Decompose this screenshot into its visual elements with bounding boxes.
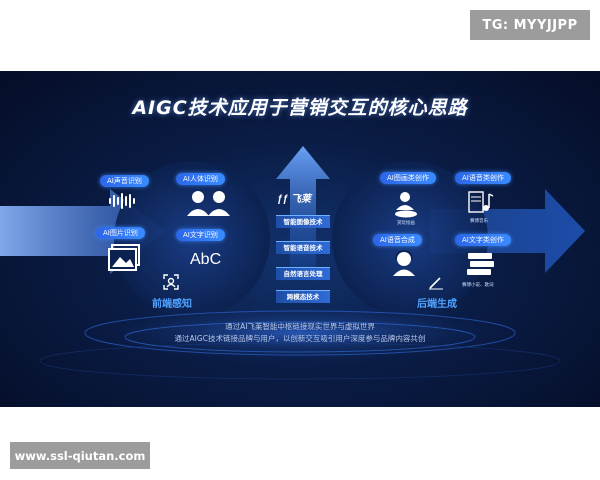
tech-smart-image: 智能图像技术	[276, 215, 330, 228]
drawing-icon	[395, 192, 417, 218]
books-icon	[467, 253, 494, 275]
aigc-banner: AIGC技术应用于营销交互的核心思路 AI声音识别 AI人体识别 AI图片识别 …	[0, 71, 600, 407]
sub-novel-lyrics: 赛博小说、歌词	[462, 283, 494, 288]
people-icon	[187, 191, 230, 216]
label-back-end-generation: 后端生成	[417, 299, 457, 310]
banner-title: AIGC技术应用于营销交互的核心思路	[132, 97, 468, 119]
sub-music: 赛博音乐	[470, 219, 488, 224]
chip-ai-image-recognition: AI图片识别	[96, 227, 145, 239]
sound-wave-icon	[109, 193, 135, 209]
sub-drawing: 赏玩绘画	[397, 221, 415, 226]
chip-ai-text-recognition: AI文字识别	[176, 229, 225, 241]
footer-line-1: 通过AI飞莱智能中枢链接现实世界与虚拟世界	[225, 322, 375, 331]
chip-ai-drawing-creation: AI图画类创作	[380, 172, 436, 184]
abc-text: AbC	[190, 251, 222, 268]
center-logo-text: 飞莱	[290, 194, 311, 205]
tech-cross-modal: 跨模态技术	[276, 290, 330, 303]
label-front-end-perception: 前端感知	[152, 299, 192, 310]
chip-ai-voice-synthesis: AI语音合成	[373, 234, 422, 246]
chip-ai-text-creation: AI文字类创作	[455, 234, 511, 246]
tech-nlp: 自然语言处理	[276, 267, 330, 280]
voice-avatar-icon	[393, 250, 415, 276]
chip-ai-voice-recognition: AI声音识别	[100, 175, 149, 187]
pen-icon	[429, 277, 443, 290]
chip-ai-voice-creation: AI语音类创作	[455, 172, 511, 184]
watermark-url-badge: www.ssl-qiutan.com	[10, 442, 150, 469]
footer-line-2: 通过AIGC技术链接品牌与用户，以创新交互吸引用户深度参与品牌内容共创	[174, 334, 426, 343]
watermark-tg-badge: TG: MYYJJPP	[470, 10, 590, 40]
logo-mark-icon: ƒƒ	[277, 194, 289, 205]
music-icon	[468, 191, 494, 213]
tech-smart-voice: 智能语音技术	[276, 241, 330, 254]
face-scan-icon	[163, 274, 179, 290]
chip-ai-body-recognition: AI人体识别	[176, 173, 225, 185]
image-icon	[108, 244, 140, 271]
center-logo: ƒƒ 飞莱	[277, 190, 311, 205]
